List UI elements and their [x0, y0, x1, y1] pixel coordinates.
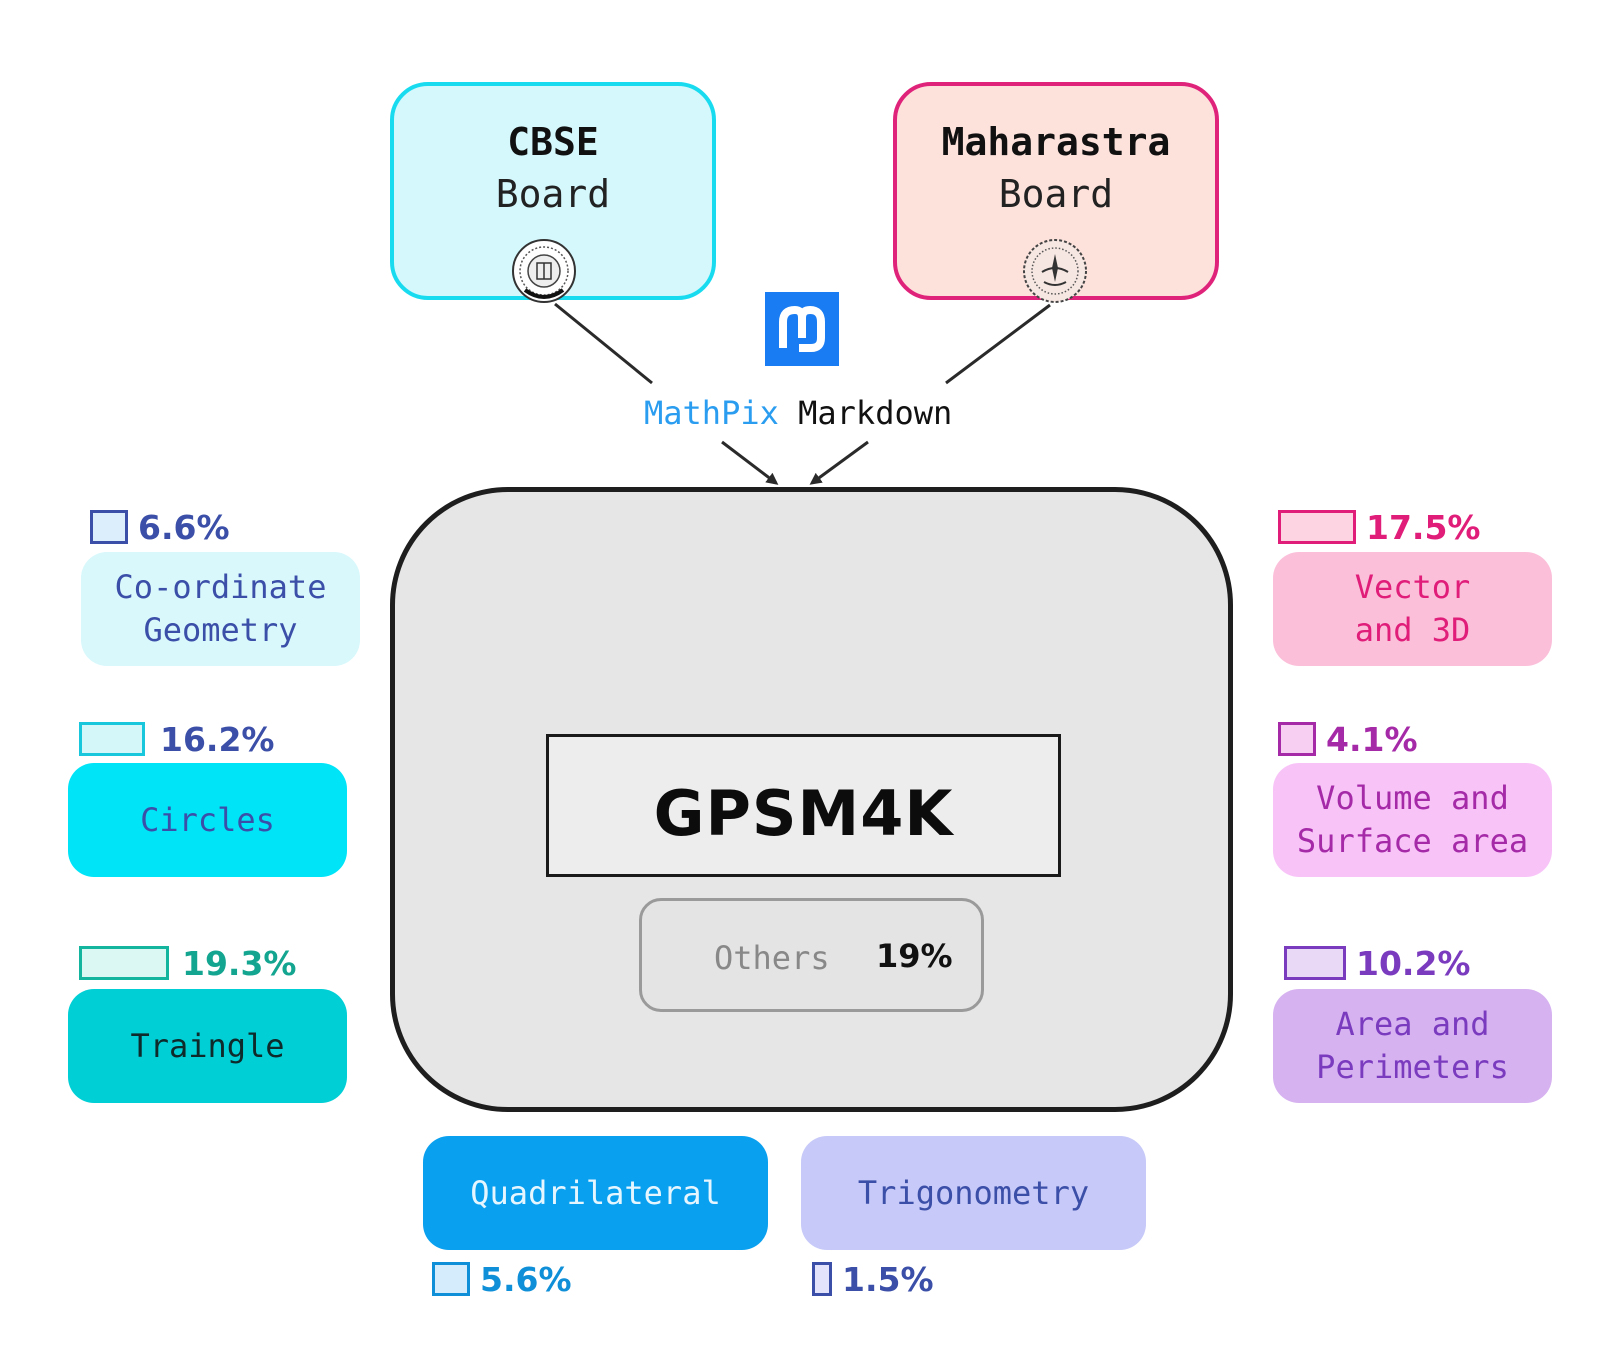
trigonometry-swatch: [812, 1262, 832, 1296]
maharashtra-board-box: Maharastra Board: [893, 82, 1219, 303]
area-perimeters-percent: 10.2%: [1356, 944, 1471, 983]
maharashtra-seal-logo: [1023, 239, 1087, 303]
maharashtra-to-mathpix-line: [945, 303, 1051, 385]
volume-surface-box: Volume and Surface area: [1273, 763, 1552, 877]
triangle-swatch: [79, 946, 169, 980]
coordinate-geometry-label-line1: Co-ordinate: [114, 568, 327, 606]
maharashtra-board-subtitle: Board: [998, 172, 1114, 216]
vector-3d-box: Vector and 3D: [1273, 552, 1552, 666]
quadrilateral-swatch: [432, 1262, 470, 1296]
area-perimeters-box: Area and Perimeters: [1273, 989, 1552, 1103]
volume-surface-label-line1: Volume and: [1316, 779, 1509, 817]
vector-3d-swatch: [1278, 510, 1356, 544]
circles-label: Circles: [140, 800, 275, 839]
trigonometry-box: Trigonometry: [801, 1136, 1146, 1250]
volume-surface-swatch: [1278, 722, 1316, 756]
others-label: Others: [714, 939, 830, 977]
volume-surface-percent: 4.1%: [1326, 720, 1418, 759]
cbse-board-title: CBSE: [507, 120, 599, 164]
area-perimeters-label-line2: Perimeters: [1316, 1048, 1509, 1086]
coordinate-geometry-percent: 6.6%: [138, 508, 230, 547]
mathpix-to-hub-arrow-left: [721, 440, 779, 485]
trigonometry-percent: 1.5%: [842, 1260, 934, 1299]
dataset-title-box: GPSM4K: [546, 734, 1061, 877]
circles-percent: 16.2%: [160, 720, 275, 759]
trigonometry-label: Trigonometry: [857, 1173, 1090, 1212]
markdown-to-hub-arrow-right: [809, 440, 869, 485]
coordinate-geometry-label-line2: Geometry: [143, 611, 298, 649]
markdown-label: Markdown: [798, 394, 953, 432]
circles-box: Circles: [68, 763, 347, 877]
area-perimeters-swatch: [1284, 946, 1346, 980]
vector-3d-percent: 17.5%: [1366, 508, 1481, 547]
coordinate-geometry-swatch: [90, 510, 128, 544]
triangle-label: Traingle: [130, 1026, 285, 1065]
cbse-to-mathpix-line: [554, 302, 653, 385]
coordinate-geometry-box: Co-ordinate Geometry: [81, 552, 360, 666]
vector-3d-label-line1: Vector: [1354, 568, 1471, 606]
mathpix-label: MathPix: [644, 394, 779, 432]
triangle-percent: 19.3%: [182, 944, 297, 983]
area-perimeters-label-line1: Area and: [1335, 1005, 1490, 1043]
dataset-title: GPSM4K: [653, 777, 954, 850]
triangle-box: Traingle: [68, 989, 347, 1103]
volume-surface-label-line2: Surface area: [1296, 822, 1529, 860]
others-percent: 19%: [876, 937, 953, 975]
mathpix-logo: [765, 292, 839, 366]
vector-3d-label-line2: and 3D: [1354, 611, 1471, 649]
mathpix-markdown-label: MathPix Markdown: [644, 394, 952, 432]
maharashtra-board-title: Maharastra: [941, 120, 1171, 164]
quadrilateral-box: Quadrilateral: [423, 1136, 768, 1250]
cbse-board-box: CBSE Board: [390, 82, 716, 303]
quadrilateral-percent: 5.6%: [480, 1260, 572, 1299]
circles-swatch: [79, 722, 145, 756]
cbse-board-subtitle: Board: [495, 172, 611, 216]
quadrilateral-label: Quadrilateral: [470, 1173, 721, 1212]
others-box: Others 19%: [639, 898, 984, 1012]
cbse-seal-logo: [512, 239, 576, 303]
